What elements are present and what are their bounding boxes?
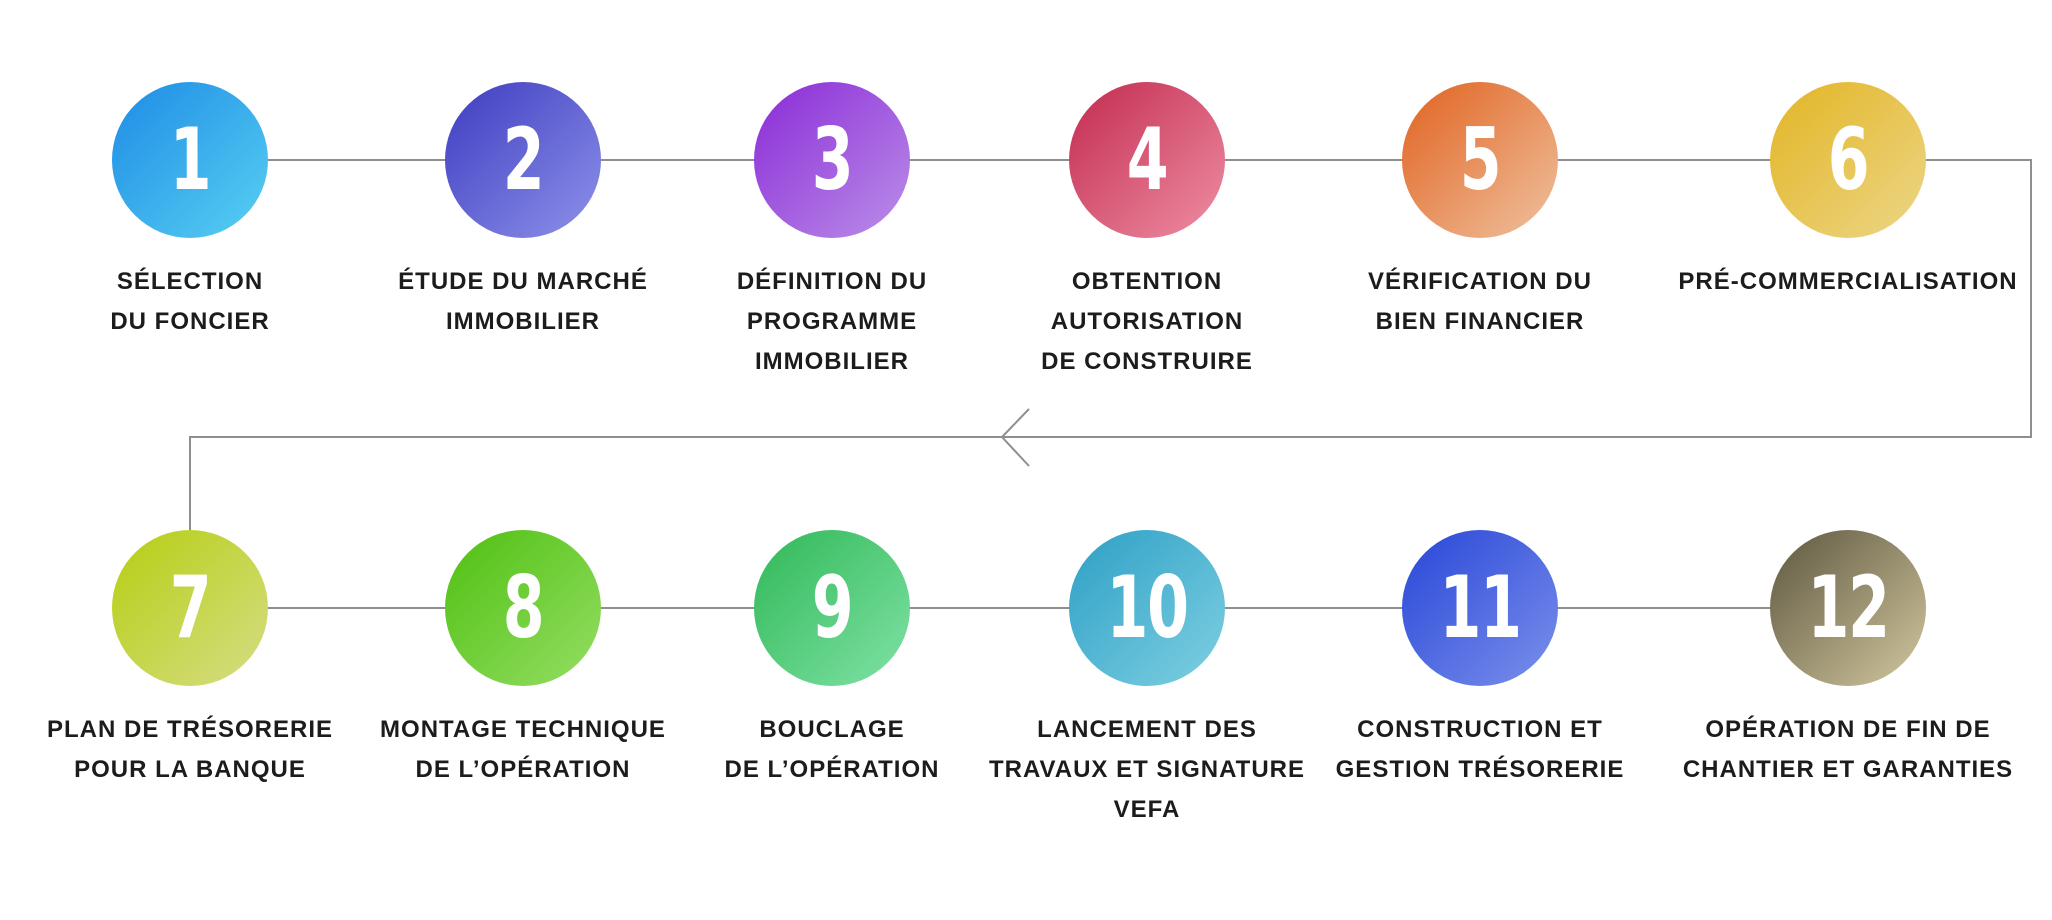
step-4: 4 OBTENTION AUTORISATION DE CONSTRUIRE — [957, 82, 1337, 382]
step-10-number: 10 — [1106, 558, 1189, 658]
step-11-label: CONSTRUCTION ET GESTION TRÉSORERIE — [1335, 716, 1625, 783]
step-11-circle: 11 — [1402, 530, 1558, 686]
step-10-circle: 10 — [1069, 530, 1225, 686]
step-1-number: 1 — [169, 110, 212, 210]
step-11: 11 CONSTRUCTION ET GESTION TRÉSORERIE — [1290, 530, 1670, 790]
step-7: 7 PLAN DE TRÉSORERIE POUR LA BANQUE — [0, 530, 380, 790]
step-5-number: 5 — [1459, 110, 1502, 210]
step-3: 3 DÉFINITION DU PROGRAMME IMMOBILIER — [642, 82, 1022, 382]
step-1-circle: 1 — [112, 82, 268, 238]
step-8-label: MONTAGE TECHNIQUE DE L’OPÉRATION — [380, 716, 666, 783]
step-2-circle: 2 — [445, 82, 601, 238]
step-12: 12 OPÉRATION DE FIN DE CHANTIER ET GARAN… — [1658, 530, 2038, 790]
step-2-label: ÉTUDE DU MARCHÉ IMMOBILIER — [398, 268, 648, 335]
step-6-number: 6 — [1827, 110, 1870, 210]
step-2: 2 ÉTUDE DU MARCHÉ IMMOBILIER — [333, 82, 713, 342]
wrap-connector-line — [189, 159, 2032, 608]
step-10-label: LANCEMENT DES TRAVAUX ET SIGNATURE VEFA — [988, 716, 1305, 823]
step-10: 10 LANCEMENT DES TRAVAUX ET SIGNATURE VE… — [957, 530, 1337, 830]
step-9-circle: 9 — [754, 530, 910, 686]
step-3-circle: 3 — [754, 82, 910, 238]
step-5-label: VÉRIFICATION DU BIEN FINANCIER — [1368, 268, 1592, 335]
step-1-label: SÉLECTION DU FONCIER — [110, 268, 270, 335]
step-12-circle: 12 — [1770, 530, 1926, 686]
step-4-label: OBTENTION AUTORISATION DE CONSTRUIRE — [1041, 268, 1253, 375]
step-9-label: BOUCLAGE DE L’OPÉRATION — [724, 716, 940, 783]
step-8: 8 MONTAGE TECHNIQUE DE L’OPÉRATION — [333, 530, 713, 790]
step-7-label: PLAN DE TRÉSORERIE POUR LA BANQUE — [46, 716, 334, 783]
step-5-circle: 5 — [1402, 82, 1558, 238]
step-8-circle: 8 — [445, 530, 601, 686]
step-12-number: 12 — [1807, 558, 1890, 658]
step-3-label: DÉFINITION DU PROGRAMME IMMOBILIER — [736, 268, 928, 375]
step-12-label: OPÉRATION DE FIN DE CHANTIER ET GARANTIE… — [1682, 716, 2014, 783]
step-11-number: 11 — [1439, 558, 1522, 658]
step-5: 5 VÉRIFICATION DU BIEN FINANCIER — [1290, 82, 1670, 342]
step-7-circle: 7 — [112, 530, 268, 686]
step-6-label: PRÉ-COMMERCIALISATION — [1678, 268, 2018, 295]
step-1: 1 SÉLECTION DU FONCIER — [0, 82, 380, 342]
step-6-circle: 6 — [1770, 82, 1926, 238]
step-2-number: 2 — [502, 110, 545, 210]
step-6: 6 PRÉ-COMMERCIALISATION — [1658, 82, 2038, 302]
step-3-number: 3 — [811, 110, 854, 210]
step-9-number: 9 — [811, 558, 854, 658]
step-4-number: 4 — [1126, 110, 1169, 210]
step-4-circle: 4 — [1069, 82, 1225, 238]
step-9: 9 BOUCLAGE DE L’OPÉRATION — [642, 530, 1022, 790]
step-7-number: 7 — [169, 558, 212, 658]
chevron-left-icon — [1000, 408, 1030, 467]
step-8-number: 8 — [502, 558, 545, 658]
